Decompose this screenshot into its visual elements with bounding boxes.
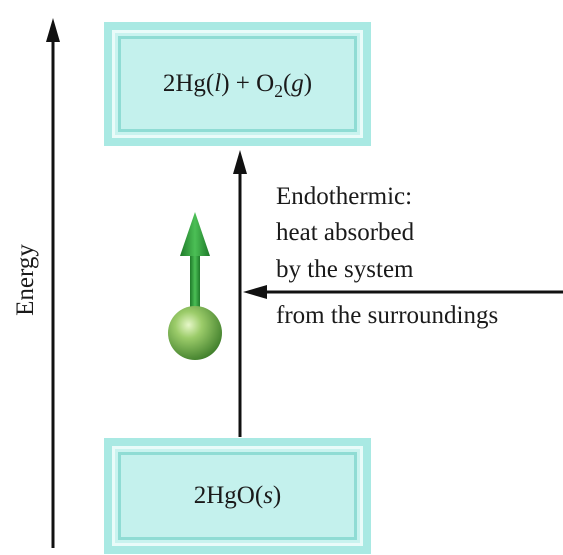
- heat-symbol-icon: [168, 212, 222, 360]
- heat-input-arrow: [243, 285, 563, 299]
- energy-axis-label: Energy: [12, 244, 39, 316]
- products-formula: 2Hg(l) + O2(g): [118, 36, 357, 132]
- description-line-1: Endothermic:: [276, 183, 413, 210]
- energy-axis-arrow: [46, 18, 60, 548]
- products-state-box: 2Hg(l) + O2(g): [104, 22, 371, 146]
- description-line-4: from the surroundings: [276, 302, 499, 329]
- description-line-2: heat absorbed: [276, 219, 415, 246]
- reactant-formula: 2HgO(s): [118, 452, 357, 540]
- reaction-arrow: [233, 150, 247, 437]
- description-line-3: by the system: [276, 256, 414, 283]
- reactant-state-box: 2HgO(s): [104, 438, 371, 554]
